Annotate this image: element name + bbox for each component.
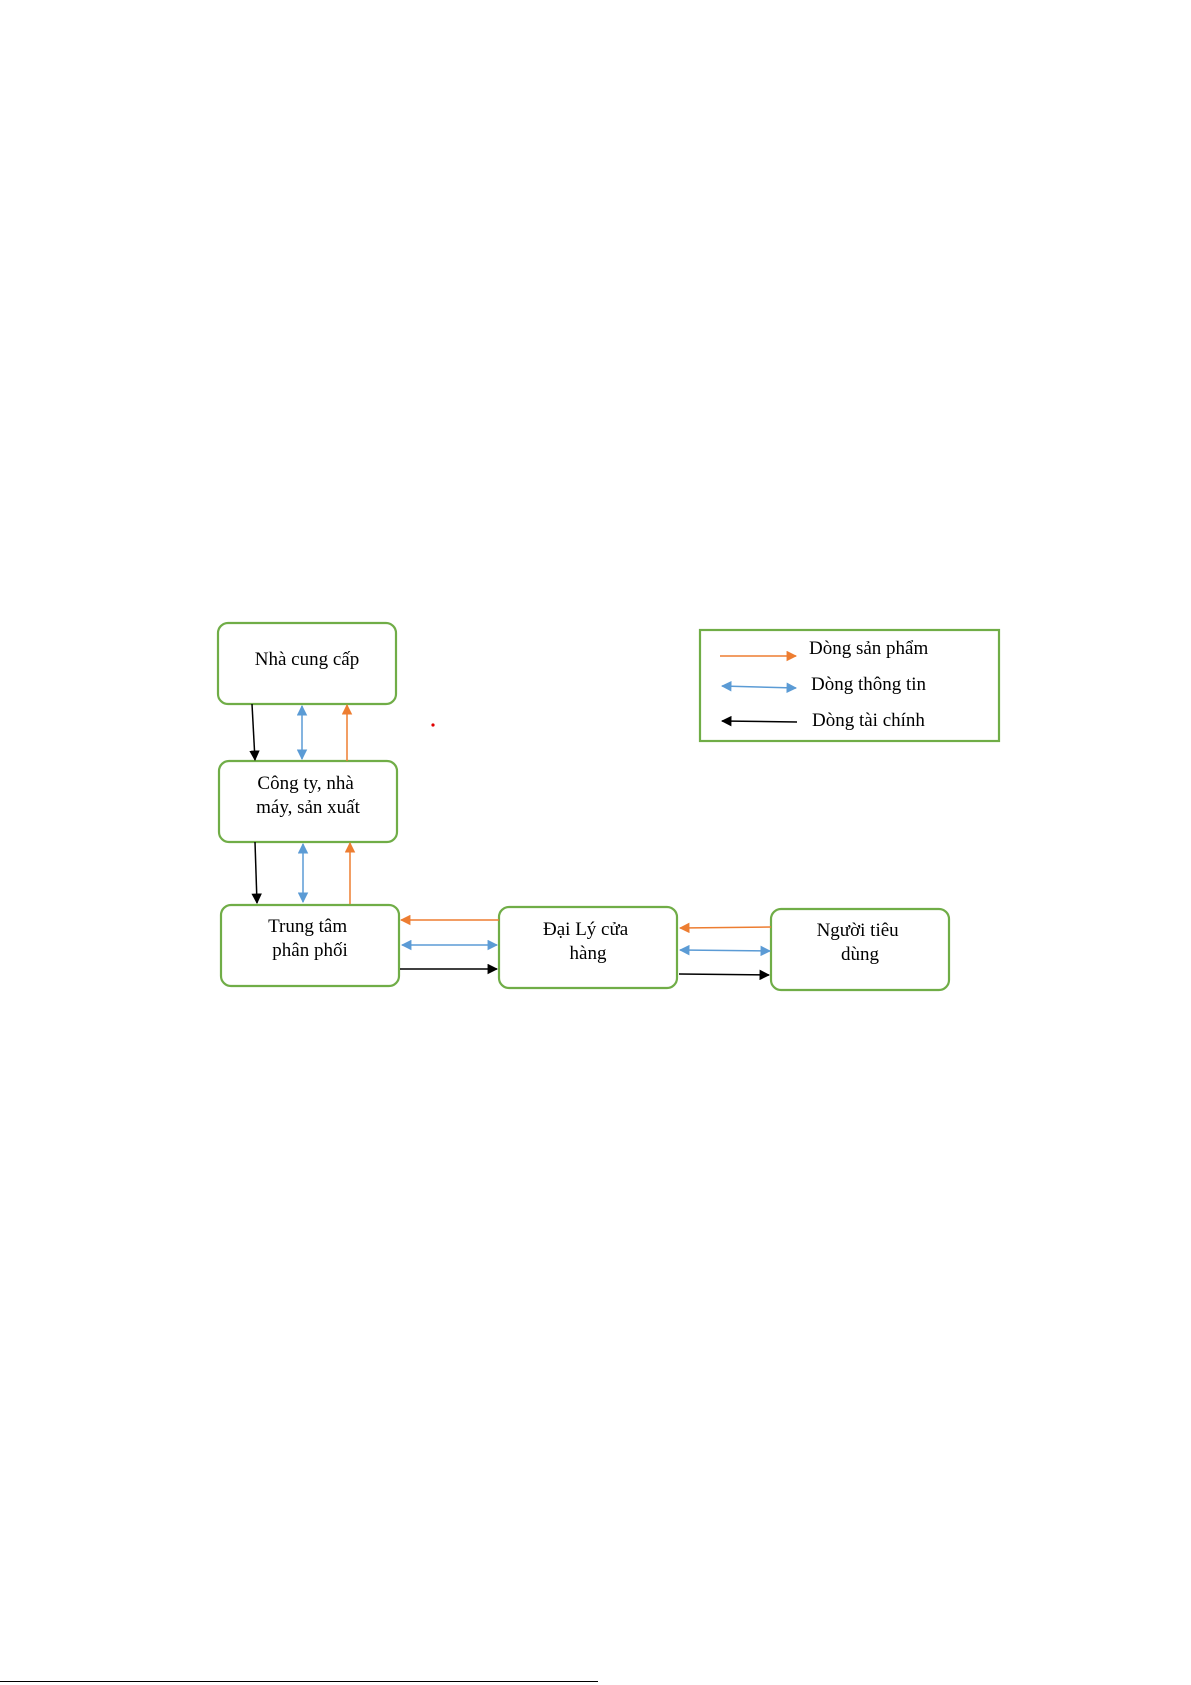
edge-financial-supplier-manufacturer xyxy=(252,704,255,760)
node-retailer-line-1: Đại Lý cửa xyxy=(543,919,629,940)
edge-product-consumer-retailer xyxy=(680,927,771,928)
node-manufacturer-line-1: Công ty, nhà xyxy=(257,773,354,794)
node-consumer: Người tiêu dùng xyxy=(771,909,949,990)
node-supplier-label: Nhà cung cấp xyxy=(255,649,359,670)
node-manufacturer-line-2: máy, sản xuất xyxy=(256,797,360,818)
node-retailer-line-2: hàng xyxy=(570,943,607,964)
legend-product-flow-label: Dòng sản phẩm xyxy=(809,638,928,659)
node-supplier-line-1: Nhà cung cấp xyxy=(255,649,359,670)
node-consumer-line-1: Người tiêu xyxy=(817,920,900,941)
node-consumer-line-2: dùng xyxy=(841,944,880,965)
stray-red-dot xyxy=(431,723,434,726)
edge-financial-manufacturer-distribution xyxy=(255,842,257,903)
legend-financial-flow-label: Dòng tài chính xyxy=(812,710,925,731)
legend-financial-flow-arrow-icon xyxy=(722,721,797,722)
legend-information-flow-label: Dòng thông tin xyxy=(811,674,927,695)
legend: Dòng sản phẩm Dòng thông tin Dòng tài ch… xyxy=(700,630,999,741)
node-manufacturer: Công ty, nhà máy, sản xuất xyxy=(219,761,397,842)
node-supplier: Nhà cung cấp xyxy=(218,623,396,704)
node-retailer: Đại Lý cửa hàng xyxy=(499,907,677,988)
edge-information-retailer-consumer xyxy=(680,950,770,951)
node-distribution-center-line-1: Trung tâm xyxy=(268,916,347,937)
edge-financial-retailer-consumer xyxy=(679,974,769,975)
node-distribution-center-line-2: phân phối xyxy=(272,940,347,961)
footer-rule xyxy=(0,1681,598,1682)
node-distribution-center: Trung tâm phân phối xyxy=(221,905,399,986)
